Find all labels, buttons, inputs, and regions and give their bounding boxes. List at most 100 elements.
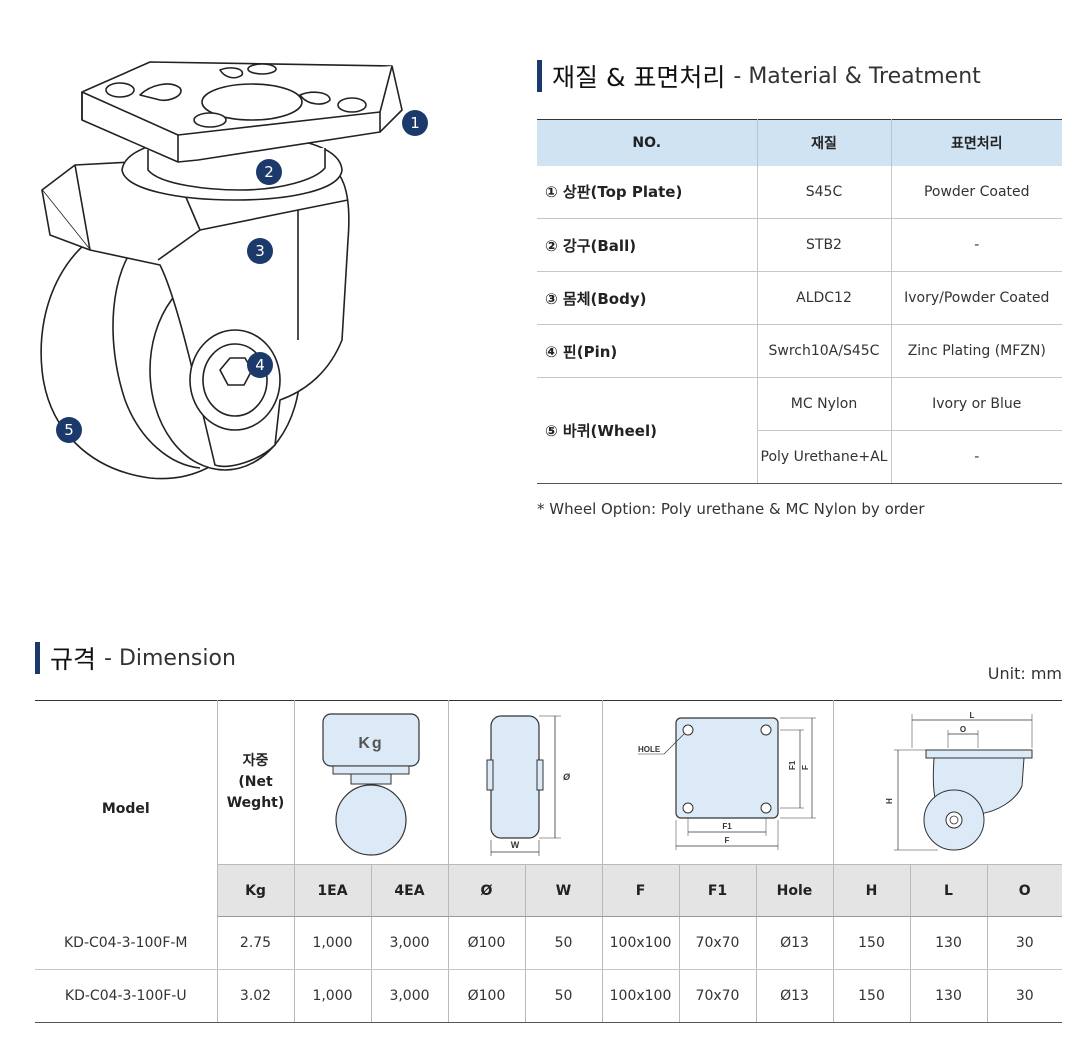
part-material: S45C	[757, 165, 892, 219]
part-material: Poly Urethane+AL	[757, 430, 892, 484]
cell-o: 30	[987, 969, 1062, 1023]
part-treatment: Ivory/Powder Coated	[891, 271, 1062, 325]
cell-hole: Ø13	[756, 916, 834, 970]
cell-4ea: 3,000	[371, 916, 449, 970]
hole-text: HOLE	[638, 745, 661, 754]
dimension-heading-ko: 규격	[50, 645, 97, 674]
part-treatment: -	[891, 430, 1062, 484]
unit-label: Unit: mm	[987, 664, 1062, 683]
header-material: 재질	[757, 119, 892, 166]
wheel-drawing: Ø W	[486, 714, 571, 856]
load-drawing-cell: Kg	[294, 700, 449, 865]
cell-1ea: 1,000	[294, 969, 372, 1023]
cell-h: 150	[833, 969, 911, 1023]
header-o: O	[987, 864, 1062, 917]
cell-hole: Ø13	[756, 969, 834, 1023]
load-drawing: Kg	[322, 712, 420, 856]
table-row: ③ 몸체(Body) ALDC12 Ivory/Powder Coated	[537, 271, 1062, 325]
h-text: H	[885, 798, 894, 804]
cell-f1: 70x70	[679, 969, 757, 1023]
dimension-table: Model 자중 (Net Weght) Kg	[35, 700, 1062, 1023]
table-row: ⑤ 바퀴(Wheel) MC Nylon Ivory or Blue	[537, 377, 1062, 484]
part-treatment: Zinc Plating (MFZN)	[891, 324, 1062, 378]
header-4ea: 4EA	[371, 864, 449, 917]
header-model: Model	[35, 700, 218, 917]
caster-drawing	[40, 61, 403, 480]
table-row: KD-C04-3-100F-M 2.75 1,000 3,000 Ø100 50…	[35, 916, 1062, 970]
part-material: ALDC12	[757, 271, 892, 325]
callout-3: 3	[247, 238, 273, 264]
phi-text: Ø	[563, 772, 571, 782]
dimension-header-row: Kg 1EA 4EA Ø W F F1 Hole H L O	[35, 864, 1062, 917]
cell-l: 130	[910, 916, 988, 970]
header-treatment: 표면처리	[891, 119, 1062, 166]
cell-4ea: 3,000	[371, 969, 449, 1023]
l-text: L	[969, 711, 974, 720]
part-name: ⑤ 바퀴(Wheel)	[537, 377, 758, 484]
heading-bar	[35, 642, 40, 674]
f1-bottom-text: F1	[722, 822, 732, 831]
part-name: ④ 핀(Pin)	[537, 324, 758, 378]
dimension-drawing-row: Model 자중 (Net Weght) Kg	[35, 700, 1062, 917]
header-hole: Hole	[756, 864, 834, 917]
cell-w: 50	[525, 916, 603, 970]
part-material: STB2	[757, 218, 892, 272]
o-text: O	[960, 725, 966, 734]
callout-1: 1	[402, 110, 428, 136]
side-drawing: L O H	[885, 711, 1033, 850]
cell-diameter: Ø100	[448, 969, 526, 1023]
header-net-weight: 자중 (Net Weght)	[217, 700, 295, 865]
w-text: W	[511, 840, 520, 850]
table-row: Poly Urethane+AL -	[537, 430, 1062, 484]
plate-drawing: HOLE F1 F F1	[637, 716, 816, 850]
header-f1: F1	[679, 864, 757, 917]
cell-kg: 3.02	[217, 969, 295, 1023]
header-l: L	[910, 864, 988, 917]
net-weight-label: 자중 (Net Weght)	[226, 753, 285, 811]
part-treatment: Powder Coated	[891, 165, 1062, 219]
callout-5: 5	[56, 417, 82, 443]
callout-2: 2	[256, 159, 282, 185]
header-h: H	[833, 864, 911, 917]
wheel-option-note: * Wheel Option: Poly urethane & MC Nylon…	[537, 500, 925, 518]
f-bottom-text: F	[724, 836, 729, 845]
table-row: KD-C04-3-100F-U 3.02 1,000 3,000 Ø100 50…	[35, 969, 1062, 1023]
part-treatment: Ivory or Blue	[891, 377, 1062, 431]
dimension-heading-en: - Dimension	[104, 645, 236, 671]
part-name: ② 강구(Ball)	[537, 218, 758, 272]
material-heading: 재질 & 표면처리 - Material & Treatment	[537, 58, 981, 94]
cell-f1: 70x70	[679, 916, 757, 970]
header-kg: Kg	[217, 864, 295, 917]
material-table: NO. 재질 표면처리 ① 상판(Top Plate) S45C Powder …	[537, 119, 1062, 484]
cell-h: 150	[833, 916, 911, 970]
header-1ea: 1EA	[294, 864, 372, 917]
material-heading-ko: 재질 & 표면처리	[552, 63, 726, 92]
cell-l: 130	[910, 969, 988, 1023]
header-no: NO.	[537, 119, 758, 166]
cell-model: KD-C04-3-100F-M	[35, 916, 218, 970]
f1-side-text: F1	[788, 760, 797, 770]
table-row: ④ 핀(Pin) Swrch10A/S45C Zinc Plating (MFZ…	[537, 324, 1062, 378]
part-name: ③ 몸체(Body)	[537, 271, 758, 325]
kg-text: Kg	[358, 735, 383, 752]
f-side-text: F	[801, 765, 810, 770]
table-row: ② 강구(Ball) STB2 -	[537, 218, 1062, 272]
part-material: MC Nylon	[757, 377, 892, 431]
material-heading-en: - Material & Treatment	[733, 63, 981, 89]
heading-bar	[537, 60, 542, 92]
cell-1ea: 1,000	[294, 916, 372, 970]
header-w: W	[525, 864, 603, 917]
material-header-row: NO. 재질 표면처리	[537, 119, 1062, 166]
table-row: ① 상판(Top Plate) S45C Powder Coated	[537, 165, 1062, 219]
callout-4: 4	[247, 352, 273, 378]
cell-model: KD-C04-3-100F-U	[35, 969, 218, 1023]
caster-illustration: 1 2 3 4 5	[30, 40, 450, 490]
cell-o: 30	[987, 916, 1062, 970]
part-material: Swrch10A/S45C	[757, 324, 892, 378]
header-diameter: Ø	[448, 864, 526, 917]
cell-w: 50	[525, 969, 603, 1023]
plate-drawing-cell: HOLE F1 F F1	[602, 700, 834, 865]
part-treatment: -	[891, 218, 1062, 272]
cell-f: 100x100	[602, 916, 680, 970]
part-name: ① 상판(Top Plate)	[537, 165, 758, 219]
